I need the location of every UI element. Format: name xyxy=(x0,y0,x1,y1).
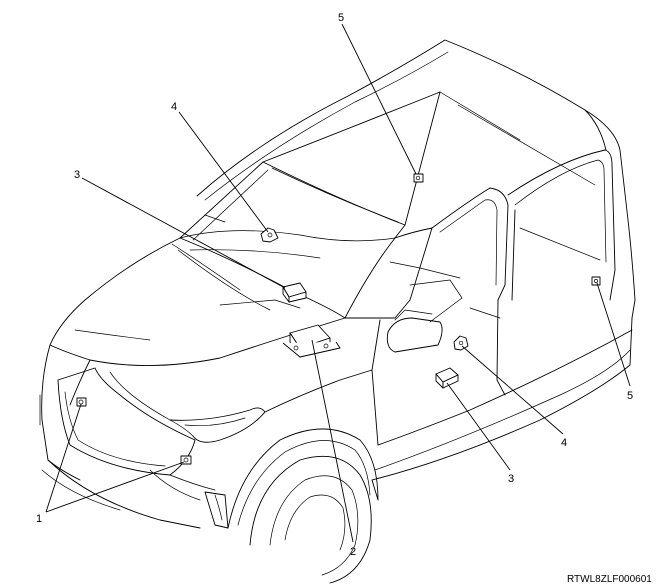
vehicle-body xyxy=(39,39,636,584)
callout-4-right: 4 xyxy=(561,437,567,449)
callout-5-top: 5 xyxy=(338,12,344,24)
callout-3-bottom: 3 xyxy=(508,473,514,485)
curtain-sensor-top xyxy=(413,173,424,183)
callout-5-right: 5 xyxy=(627,390,633,402)
callout-4-top: 4 xyxy=(171,101,177,113)
leader-lines xyxy=(45,23,631,543)
airbag-control-unit xyxy=(282,324,341,358)
components xyxy=(76,173,601,465)
curtain-sensor-right xyxy=(591,276,601,286)
pressure-sensor-lower xyxy=(453,335,469,351)
pressure-sensor-upper xyxy=(260,227,279,243)
front-impact-sensor-upper xyxy=(76,397,87,407)
side-impact-sensor-module-lower xyxy=(435,367,459,389)
callout-1: 1 xyxy=(36,513,42,525)
callout-3-left: 3 xyxy=(74,169,80,181)
front-impact-sensor-lower xyxy=(180,455,192,465)
callout-labels: 5 4 3 1 2 3 4 5 xyxy=(36,12,633,558)
side-impact-sensor-module-upper xyxy=(282,282,307,303)
callout-2: 2 xyxy=(350,546,356,558)
figure-code: RTWL8ZLF000601 xyxy=(567,574,652,585)
